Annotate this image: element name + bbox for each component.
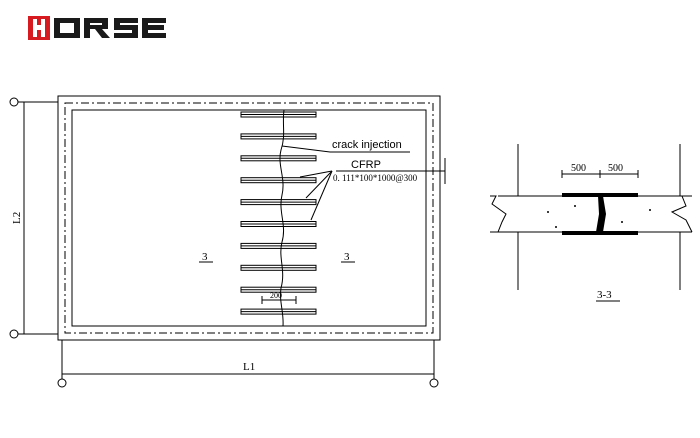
break-mark-left — [490, 195, 507, 233]
cfrp-strips — [240, 111, 317, 315]
beam-centerline — [64, 102, 434, 334]
dimension-l2 — [9, 97, 58, 339]
break-mark-right — [670, 195, 693, 233]
strip-spacing-dim — [261, 296, 297, 304]
slab-outline — [57, 95, 441, 341]
annotation-leaders — [281, 145, 446, 221]
support-node-icon — [9, 97, 19, 107]
crack-injection-label: crack injection — [332, 139, 402, 151]
brand-logo — [28, 16, 180, 40]
section-title: 3-3 — [597, 289, 612, 301]
section-dim-right: 500 — [608, 163, 623, 174]
support-node-icon — [57, 378, 67, 388]
section-mark-left: 3 — [202, 251, 208, 263]
dimension-l2-label: L2 — [11, 212, 23, 224]
section-view — [490, 144, 693, 302]
section-fills — [547, 193, 651, 235]
plan-view — [9, 95, 446, 388]
cfrp-spec-label: 0. 111*100*1000@300 — [333, 173, 418, 183]
section-mark-right: 3 — [344, 251, 350, 263]
support-node-icon — [429, 378, 439, 388]
cfrp-bottom-plate — [562, 231, 638, 235]
logo-h-icon — [28, 16, 50, 40]
support-node-icon — [9, 329, 19, 339]
strip-spacing-label: 200 — [270, 291, 282, 300]
dimension-l1 — [57, 340, 439, 388]
slab-inner-outline — [71, 109, 427, 327]
crack-injection-fill — [596, 196, 606, 232]
section-dim-left: 500 — [571, 163, 586, 174]
logo-wordmark — [54, 18, 166, 38]
dimension-l1-label: L1 — [243, 361, 255, 373]
cfrp-top-plate — [562, 193, 638, 197]
cfrp-label: CFRP — [351, 159, 381, 171]
